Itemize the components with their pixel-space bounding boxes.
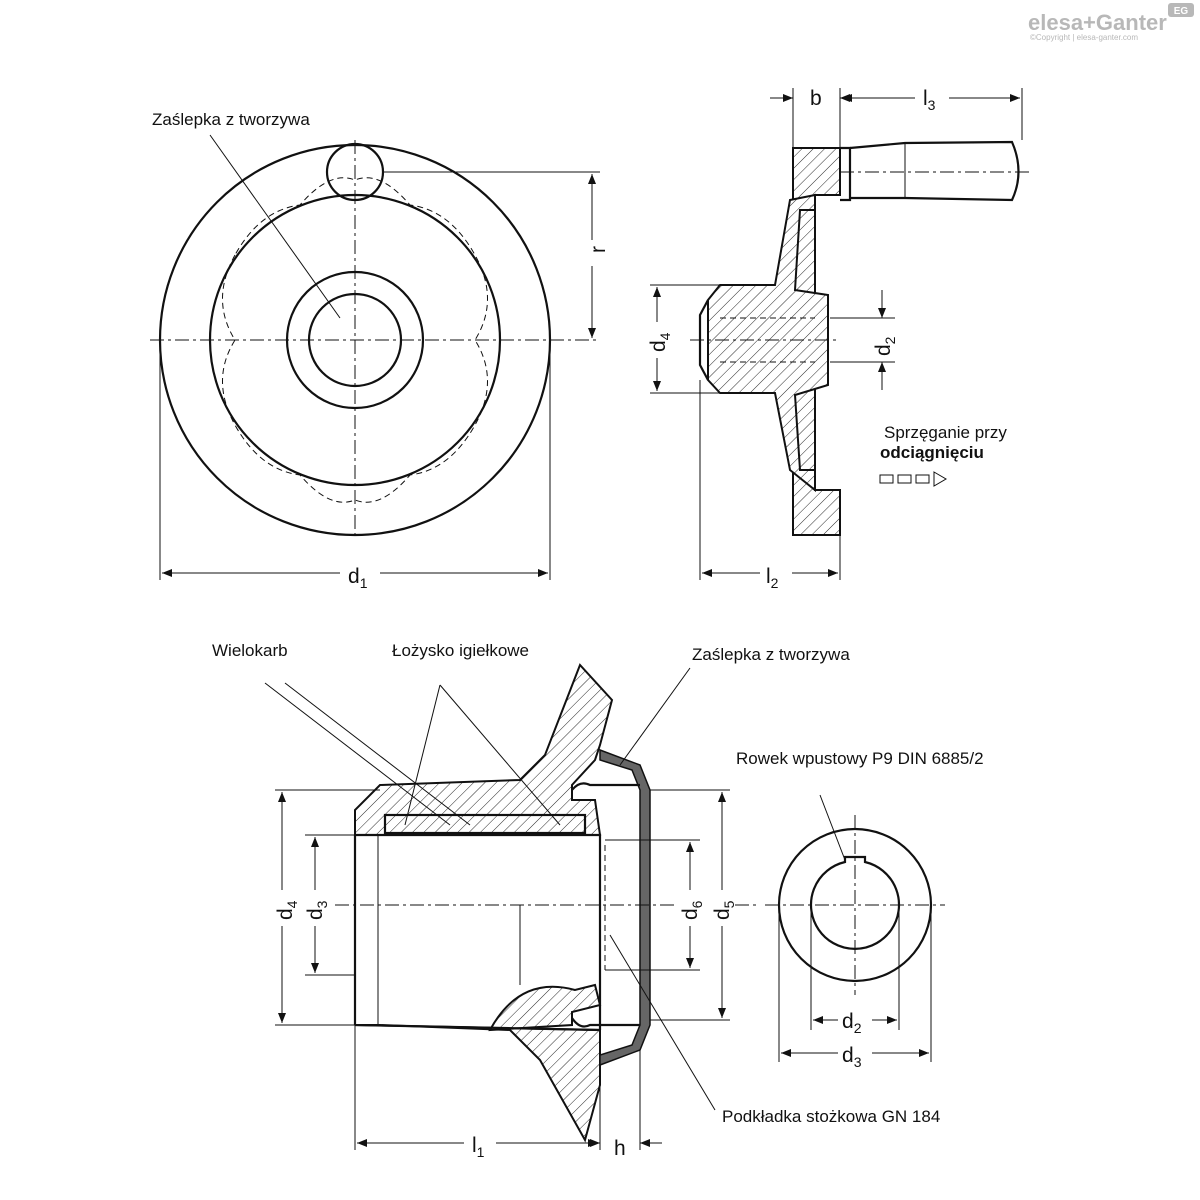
- logo-copyright: ©Copyright | elesa-ganter.com: [1030, 33, 1138, 42]
- dim-l3: l3: [923, 87, 936, 113]
- logo-badge: EG: [1174, 6, 1189, 17]
- dim-d2-top: d2: [872, 336, 898, 356]
- label-coupling-1: Sprzęganie przy: [884, 423, 1007, 442]
- dim-d3-keyway: d3: [842, 1044, 862, 1070]
- dim-d2-keyway: d2: [842, 1010, 862, 1036]
- label-keyway: Rowek wpustowy P9 DIN 6885/2: [736, 749, 984, 768]
- keyway-view: d2 d3: [765, 815, 945, 1070]
- label-washer: Podkładka stożkowa GN 184: [722, 1107, 940, 1126]
- label-spline: Wielokarb: [212, 641, 288, 660]
- side-view: b l3 d4 d2 l2 Sprzęganie przy odciągnięc…: [645, 84, 1030, 591]
- pull-direction-icon: [879, 471, 947, 487]
- dim-b: b: [810, 87, 822, 110]
- dim-d4-bottom: d4: [274, 900, 300, 920]
- logo-text: elesa+Ganter: [1028, 10, 1167, 35]
- dim-d1: d1: [348, 565, 368, 591]
- label-needle-bearing: Łożysko igiełkowe: [392, 641, 529, 660]
- label-cap-bottom: Zaślepka z tworzywa: [692, 645, 850, 664]
- section-view: d4 d3 d6 d5 l1 h Wielokarb Łożysko igieł…: [212, 641, 984, 1160]
- elesa-ganter-logo: EG elesa+Ganter ©Copyright | elesa-gante…: [1028, 3, 1194, 42]
- dim-d4-top: d4: [647, 332, 673, 352]
- dim-l1: l1: [472, 1134, 485, 1160]
- front-view: d1 r Zaślepka z tworzywa: [150, 110, 610, 591]
- label-cap-top: Zaślepka z tworzywa: [152, 110, 310, 129]
- label-coupling-2: odciągnięciu: [880, 443, 984, 462]
- dim-d3-bottom: d3: [304, 900, 330, 920]
- dim-d5: d5: [711, 900, 737, 920]
- dim-r: r: [587, 246, 610, 253]
- dim-h: h: [614, 1137, 626, 1160]
- dim-d6: d6: [679, 900, 705, 920]
- dim-l2: l2: [766, 565, 779, 591]
